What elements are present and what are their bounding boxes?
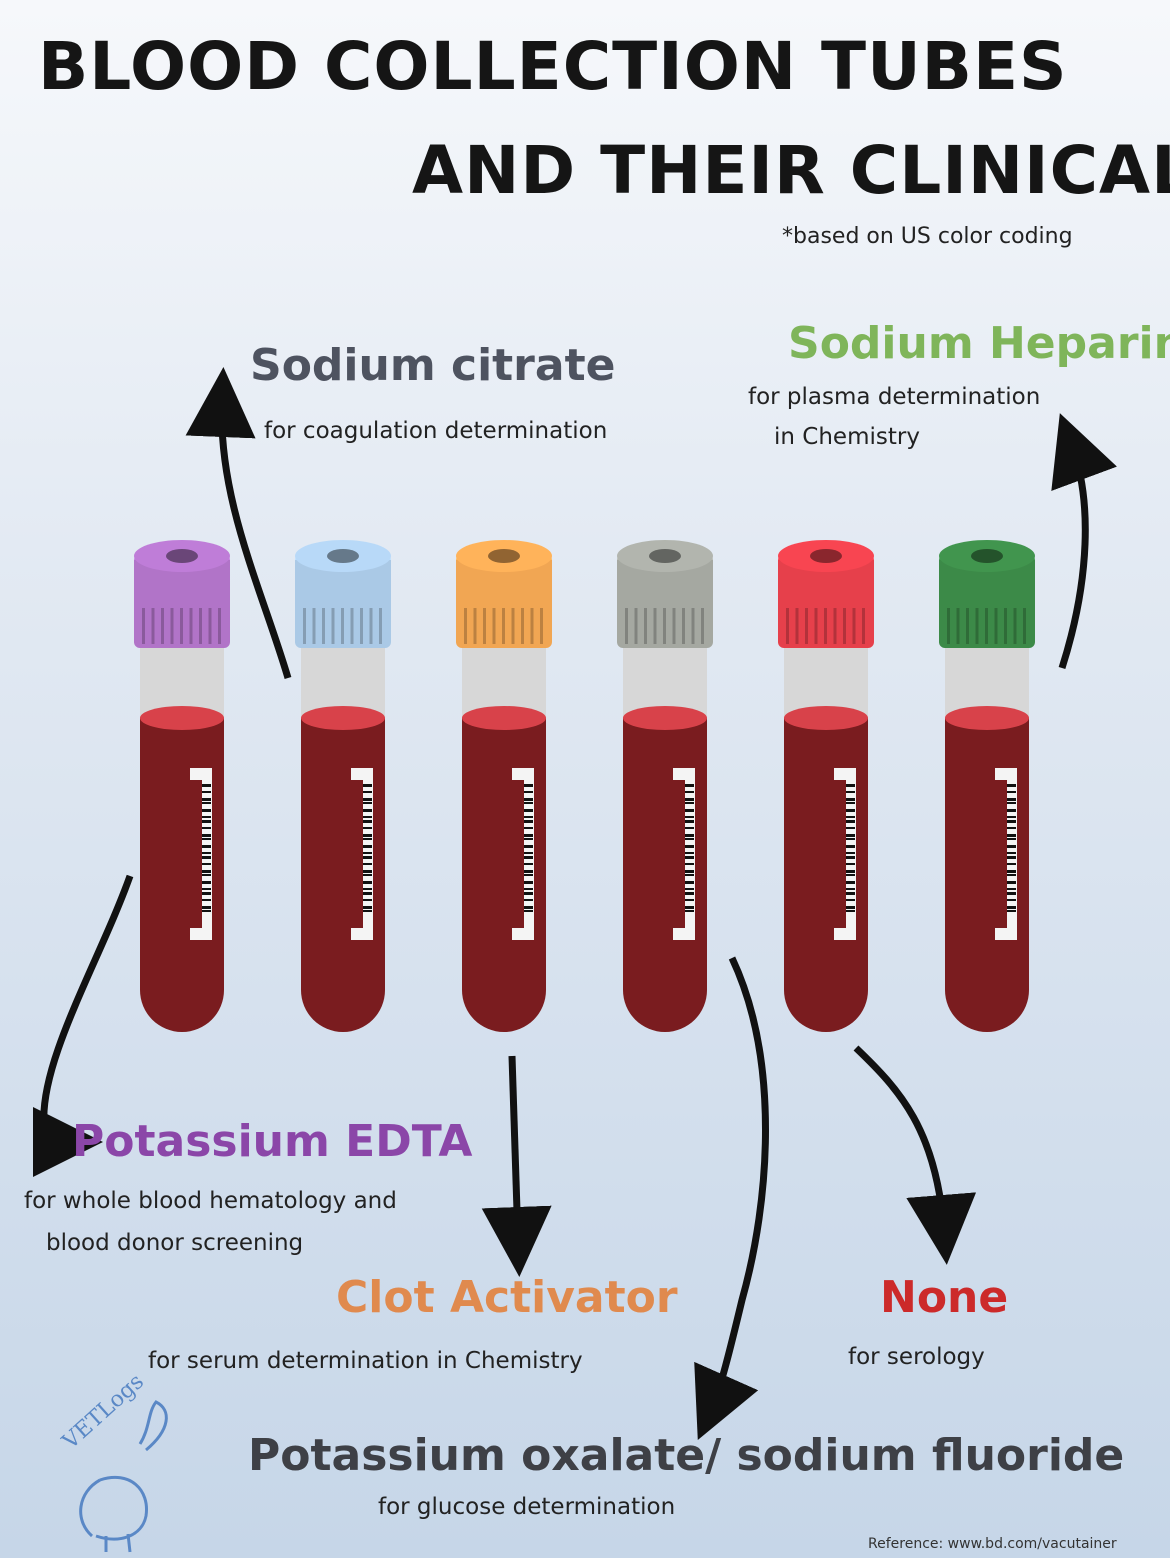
none-desc: for serology bbox=[848, 1344, 985, 1370]
sodium-heparin-desc-2: in Chemistry bbox=[774, 424, 920, 450]
cap-ribs bbox=[464, 608, 543, 644]
none-heading: None bbox=[880, 1272, 1009, 1323]
arrow-to-oxalate-fluoride bbox=[694, 956, 769, 1440]
potassium-edta-desc-2: blood donor screening bbox=[46, 1230, 304, 1256]
tube-sodium-heparin bbox=[939, 540, 1035, 1032]
oxalate-fluoride-heading: Potassium oxalate/ sodium fluoride bbox=[248, 1430, 1125, 1481]
tube-sodium-citrate bbox=[295, 540, 391, 1032]
title-line-1: BLOOD COLLECTION TUBES bbox=[38, 28, 1068, 105]
tube-potassium-edta bbox=[134, 540, 230, 1032]
barcode-icon bbox=[685, 784, 694, 912]
blood-surface bbox=[945, 706, 1029, 730]
potassium-edta-desc-1: for whole blood hematology and bbox=[24, 1188, 397, 1214]
arrow-to-none bbox=[853, 1045, 977, 1265]
blood-surface bbox=[301, 706, 385, 730]
clot-activator-heading: Clot Activator bbox=[336, 1272, 678, 1323]
vetlogs-logo-icon bbox=[79, 1400, 168, 1553]
barcode-icon bbox=[363, 784, 372, 912]
cap-hole bbox=[649, 549, 681, 563]
barcode-icon bbox=[846, 784, 855, 912]
barcode-icon bbox=[1007, 784, 1016, 912]
cap-ribs bbox=[303, 608, 382, 644]
arrow-to-sodium-heparin bbox=[1051, 413, 1117, 670]
clot-activator-desc: for serum determination in Chemistry bbox=[148, 1348, 583, 1374]
tube-clot-activator bbox=[456, 540, 552, 1032]
cap-ribs bbox=[947, 608, 1026, 644]
cap-hole bbox=[488, 549, 520, 563]
sodium-citrate-heading: Sodium citrate bbox=[250, 340, 616, 391]
cap-ribs bbox=[142, 608, 221, 644]
reference-text: Reference: www.bd.com/vacutainer bbox=[868, 1536, 1117, 1552]
color-coding-note: *based on US color coding bbox=[782, 224, 1073, 249]
blood-surface bbox=[623, 706, 707, 730]
potassium-edta-heading: Potassium EDTA bbox=[72, 1116, 473, 1167]
sodium-heparin-desc-1: for plasma determination bbox=[748, 384, 1041, 410]
tube-none bbox=[778, 540, 874, 1032]
barcode-icon bbox=[202, 784, 211, 912]
barcode-icon bbox=[524, 784, 533, 912]
blood-surface bbox=[140, 706, 224, 730]
cap-ribs bbox=[786, 608, 865, 644]
cap-hole bbox=[810, 549, 842, 563]
blood-surface bbox=[784, 706, 868, 730]
cap-hole bbox=[971, 549, 1003, 563]
arrow-to-potassium-edta bbox=[32, 874, 134, 1177]
arrow-to-clot-activator bbox=[481, 1055, 552, 1277]
cap-hole bbox=[166, 549, 198, 563]
oxalate-fluoride-desc: for glucose determination bbox=[378, 1494, 676, 1520]
cap-hole bbox=[327, 549, 359, 563]
tube-potassium-oxalate-sodium-fluoride bbox=[617, 540, 713, 1032]
arrow-to-sodium-citrate bbox=[185, 367, 292, 679]
sodium-heparin-heading: Sodium Heparin bbox=[788, 318, 1170, 369]
title-line-2: AND THEIR CLINICAL USE bbox=[412, 132, 1170, 209]
blood-surface bbox=[462, 706, 546, 730]
cap-ribs bbox=[625, 608, 704, 644]
sodium-citrate-desc: for coagulation determination bbox=[264, 418, 608, 444]
